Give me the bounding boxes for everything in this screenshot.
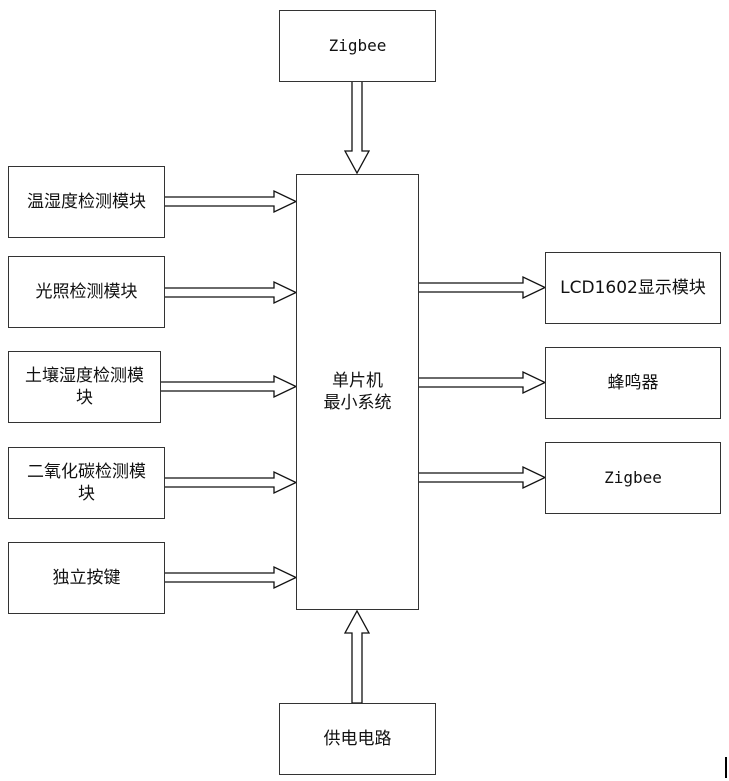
arrow-input-3 — [159, 374, 298, 399]
input-box-temp-humidity: 温湿度检测模块 — [8, 166, 165, 238]
output-box-lcd: LCD1602显示模块 — [545, 252, 721, 324]
arrow-input-2 — [163, 280, 298, 305]
arrow-output-3 — [417, 465, 547, 490]
arrow-input-1 — [163, 189, 298, 214]
input-label-line2: 块 — [76, 388, 93, 408]
power-label: 供电电路 — [323, 729, 392, 749]
output-box-zigbee: Zigbee — [545, 442, 721, 514]
input-label-line1: 土壤湿度检测模 — [25, 366, 144, 386]
output-box-buzzer: 蜂鸣器 — [545, 347, 721, 419]
mcu-label-line2: 最小系统 — [323, 393, 392, 413]
input-label-line1: 光照检测模块 — [35, 282, 138, 302]
arrow-input-5 — [163, 565, 298, 590]
arrow-power-to-mcu — [343, 609, 371, 704]
output-label-lcd: LCD1602显示模块 — [560, 278, 706, 298]
power-box: 供电电路 — [279, 703, 436, 775]
zigbee-top-box: Zigbee — [279, 10, 436, 82]
output-label-buzzer: 蜂鸣器 — [607, 373, 659, 393]
input-box-light: 光照检测模块 — [8, 256, 165, 328]
mcu-box: 单片机 最小系统 — [296, 174, 419, 610]
input-box-co2: 二氧化碳检测模 块 — [8, 447, 165, 519]
arrow-input-4 — [163, 470, 298, 495]
arrow-output-1 — [417, 275, 547, 300]
text-cursor — [725, 757, 727, 778]
input-box-key: 独立按键 — [8, 542, 165, 614]
input-label-line1: 独立按键 — [52, 568, 121, 588]
input-box-soil-humidity: 土壤湿度检测模 块 — [8, 351, 161, 423]
input-label-line1: 二氧化碳检测模 — [27, 462, 146, 482]
arrow-zigbee-to-mcu — [343, 80, 371, 175]
zigbee-top-label: Zigbee — [328, 36, 387, 55]
arrow-output-2 — [417, 370, 547, 395]
input-label-line1: 温湿度检测模块 — [27, 192, 146, 212]
input-label-line2: 块 — [78, 484, 95, 504]
output-label-zigbee: Zigbee — [604, 468, 662, 487]
mcu-label-line1: 单片机 — [332, 371, 383, 391]
